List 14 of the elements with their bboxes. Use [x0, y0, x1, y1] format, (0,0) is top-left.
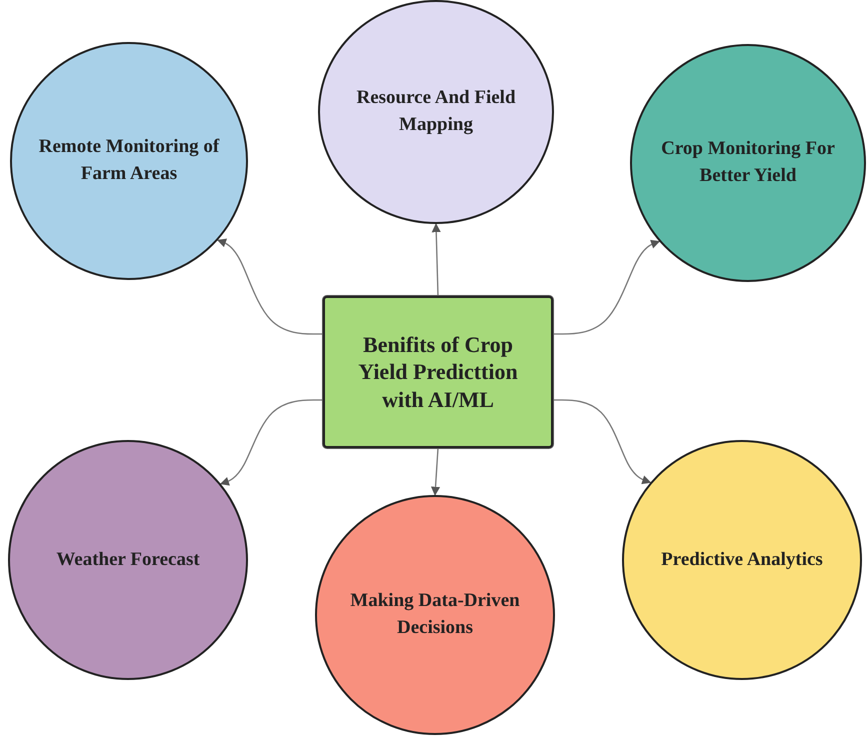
node-label: Crop Monitoring For Better Yield	[660, 137, 836, 188]
node-label: Weather Forecast	[56, 548, 200, 572]
node-label: Making Data-Driven Decisions	[349, 589, 521, 640]
arrow	[553, 240, 660, 335]
arrow	[216, 238, 323, 335]
node-label: Remote Monitoring of Farm Areas	[38, 135, 220, 186]
node-label: Benifits of Crop Yield Predicttion with AI/ML	[357, 330, 519, 414]
arrow	[432, 223, 441, 296]
node-label: Predictive Analytics	[661, 548, 823, 572]
arrow	[553, 399, 652, 484]
node-label: Resource And Field Mapping	[355, 86, 517, 137]
arrow	[430, 448, 440, 496]
arrow	[220, 399, 323, 486]
topic-box	[323, 296, 553, 448]
